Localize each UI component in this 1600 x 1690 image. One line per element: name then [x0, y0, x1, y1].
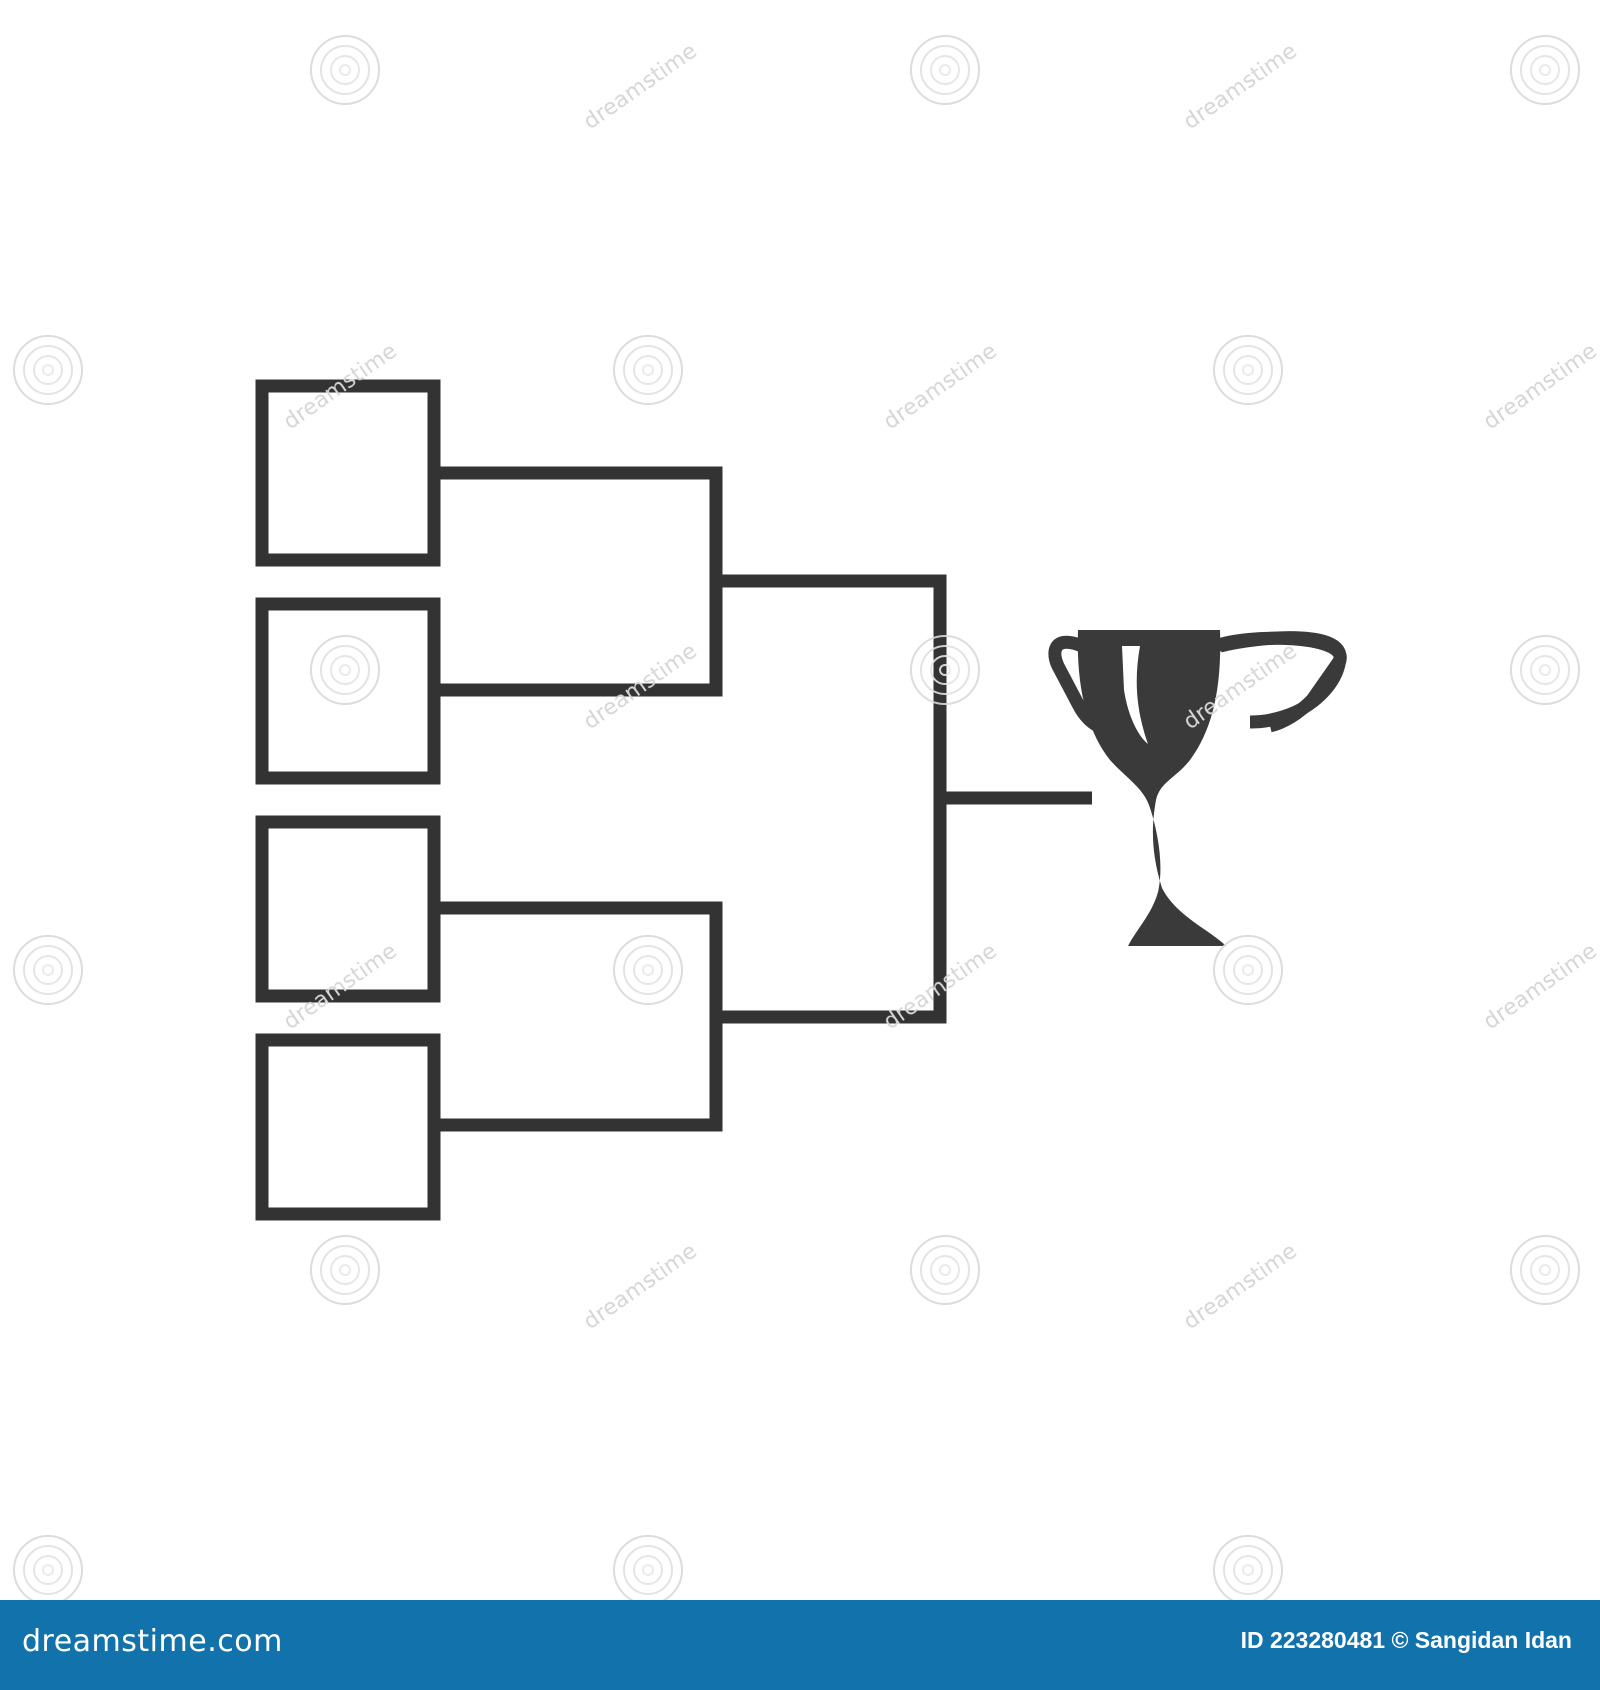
team-slot-3[interactable] [255, 815, 441, 1003]
image-credit: ID 223280481 © Sangidan Idan [1240, 1627, 1572, 1653]
dreamstime-logo[interactable]: dreamstime.com [22, 1624, 283, 1659]
bracket-diagram [255, 379, 1347, 1221]
team-slot-1[interactable] [255, 379, 441, 567]
team-slot-4[interactable] [255, 1033, 441, 1221]
semifinal-connector-bottom [440, 901, 723, 1132]
final-connector [722, 574, 947, 1024]
team-slot-2[interactable] [255, 597, 441, 785]
semifinal-connector-top [440, 466, 723, 697]
footer-bar: dreamstime.com ID 223280481 © Sangidan I… [0, 1600, 1600, 1690]
trophy-icon [1048, 630, 1347, 946]
